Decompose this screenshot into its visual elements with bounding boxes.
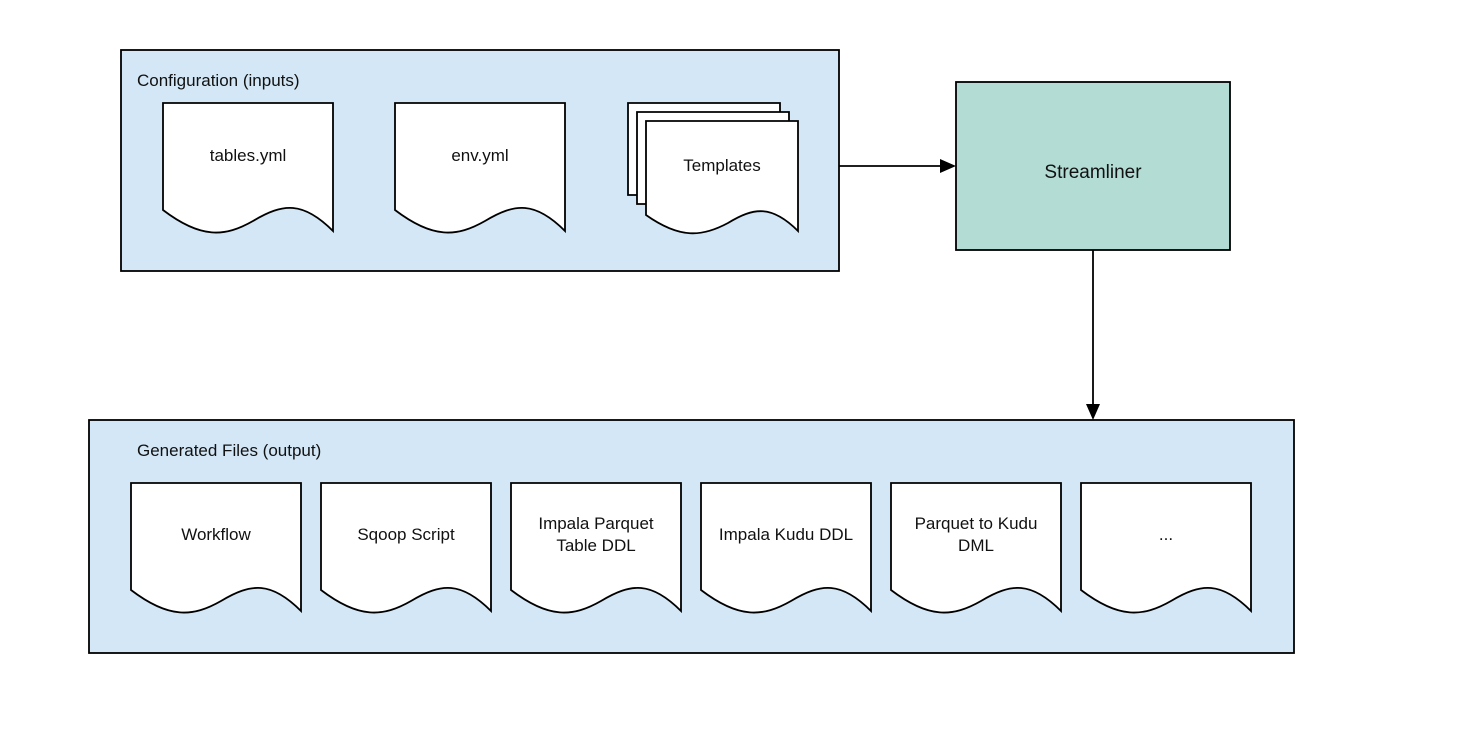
process-box (955, 81, 1231, 251)
output-file-impala-kudu-ddl: Impala Kudu DDL (700, 482, 872, 614)
output-group: Generated Files (output) Workflow Sqoop … (88, 419, 1295, 654)
output-file-impala-parquet-ddl: Impala Parquet Table DDL (510, 482, 682, 614)
template-sheet-front: Templates (645, 120, 799, 235)
input-file-env: env.yml (394, 102, 566, 234)
output-file-label: Sqoop Script (357, 525, 455, 544)
output-group-title: Generated Files (output) (137, 441, 321, 460)
output-file-workflow: Workflow (130, 482, 302, 614)
output-file-label: Impala Kudu DDL (719, 525, 853, 544)
output-file-label-line-2: Table DDL (556, 536, 635, 555)
input-file-label: env.yml (451, 146, 508, 165)
input-group-title: Configuration (inputs) (137, 71, 300, 90)
arrow-head (1086, 404, 1100, 420)
output-file-parquet-to-kudu-dml: Parquet to Kudu DML (890, 482, 1062, 614)
output-file-label-line-1: Impala Parquet (538, 514, 654, 533)
process-label: Streamliner (1044, 162, 1142, 183)
output-file-label: ... (1159, 525, 1173, 544)
output-file-sqoop-script: Sqoop Script (320, 482, 492, 614)
output-file-label-line-1: Parquet to Kudu (915, 514, 1038, 533)
arrow-inputs-to-streamliner (839, 159, 956, 173)
output-file-more: ... (1080, 482, 1252, 614)
input-file-templates: Templates (627, 102, 799, 235)
input-file-tables: tables.yml (162, 102, 334, 234)
arrow-head (940, 159, 956, 173)
output-file-label: Workflow (181, 525, 251, 544)
input-file-label: Templates (683, 156, 760, 175)
input-file-label: tables.yml (210, 146, 287, 165)
arrow-streamliner-to-outputs (1086, 250, 1100, 420)
output-file-label-line-2: DML (958, 536, 994, 555)
streamliner-process: Streamliner (955, 81, 1231, 251)
input-group: Configuration (inputs) tables.yml env.ym… (120, 49, 840, 272)
